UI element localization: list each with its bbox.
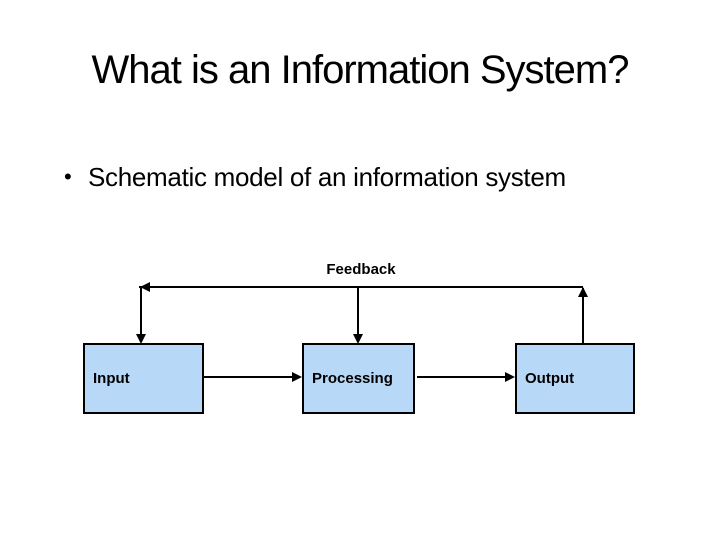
box-output: Output	[515, 343, 635, 414]
flow-arrow-input-to-processing-icon	[292, 372, 302, 382]
box-input-label: Input	[93, 370, 130, 387]
feedback-line-horizontal	[139, 286, 583, 288]
bullet-marker: •	[64, 164, 72, 189]
feedback-label: Feedback	[326, 261, 396, 278]
bullet-text: Schematic model of an information system	[88, 162, 566, 192]
feedback-arrow-down-input-icon	[136, 334, 146, 344]
flow-arrow-processing-to-output-icon	[505, 372, 515, 382]
flow-line-input-to-processing	[204, 376, 294, 378]
feedback-arrow-down-processing-icon	[353, 334, 363, 344]
box-processing: Processing	[302, 343, 415, 414]
flow-line-processing-to-output	[417, 376, 505, 378]
feedback-arrow-up-output-icon	[578, 287, 588, 297]
feedback-line-left-vertical	[140, 286, 142, 334]
box-output-label: Output	[525, 370, 575, 387]
box-input: Input	[83, 343, 204, 414]
feedback-arrow-left-icon	[140, 282, 150, 292]
bullet-item: • Schematic model of an information syst…	[64, 161, 566, 193]
slide-title: What is an Information System?	[91, 48, 630, 92]
feedback-line-right-vertical	[582, 288, 584, 343]
feedback-line-center-vertical	[357, 288, 359, 334]
box-processing-label: Processing	[312, 370, 393, 387]
